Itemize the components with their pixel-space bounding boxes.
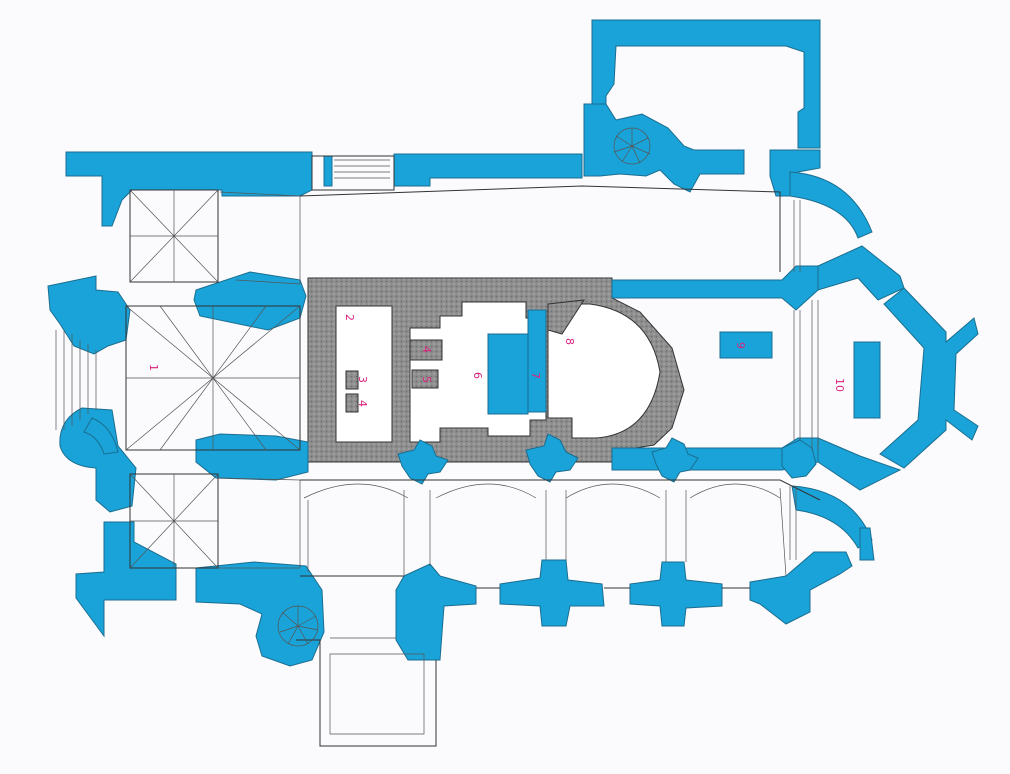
pier-south-2 (629, 561, 723, 627)
label-1: 1 (147, 364, 160, 371)
wall-sacristy-south (583, 103, 745, 193)
label-3: 3 (356, 376, 369, 383)
pier-interior-2 (525, 433, 579, 483)
wall-apse-ne (879, 287, 979, 469)
label-8: 8 (563, 338, 576, 345)
wall-apse-north (817, 245, 905, 301)
block-7 (527, 309, 547, 413)
pier-interior-4 (781, 439, 817, 479)
block-4-top (409, 339, 443, 361)
plan-labels: 1 2 3 4 4 5 6 7 8 9 10 (147, 314, 846, 407)
block-3 (345, 370, 359, 390)
wall-sacristy (591, 19, 821, 149)
pier-interior-1 (397, 439, 449, 485)
block-6 (487, 333, 529, 415)
label-5: 5 (420, 376, 433, 383)
pier-south-3 (749, 551, 853, 625)
wall-north (323, 155, 333, 187)
pier-nave-sw (195, 433, 309, 481)
walls (47, 19, 979, 667)
wall-west-pier-south (59, 407, 137, 513)
wall-south-porch-pier (395, 563, 477, 661)
wall-se-corner (859, 527, 875, 561)
block-4-left (345, 393, 359, 413)
label-4-left: 4 (356, 400, 369, 407)
wall-west-pier-north (47, 275, 131, 355)
wall-north-long (393, 153, 583, 187)
spiral-stair-north (613, 127, 651, 165)
block-5 (411, 369, 439, 389)
label-9: 9 (734, 342, 747, 349)
wall-sw-block (75, 521, 177, 638)
block-8 (547, 299, 585, 335)
wall-apse-se (817, 437, 902, 491)
wall-north-apse (789, 171, 873, 239)
apse-chamber (547, 303, 661, 439)
chamber-2 (335, 305, 393, 443)
pier-south-1 (499, 559, 605, 627)
wall-nw-block (65, 151, 313, 227)
label-4-top: 4 (420, 346, 433, 353)
wall-main-apse (611, 265, 819, 311)
altar-10 (853, 341, 881, 419)
label-2: 2 (343, 314, 356, 321)
spiral-stair-south (277, 605, 319, 647)
wall-sw-stair (195, 561, 325, 667)
outlines (55, 127, 821, 747)
wall-west-south-arc (83, 417, 119, 455)
label-7: 7 (529, 372, 542, 379)
label-6: 6 (471, 372, 484, 379)
label-10: 10 (833, 378, 846, 392)
altar-9 (719, 331, 773, 359)
pier-interior-3 (651, 437, 699, 483)
